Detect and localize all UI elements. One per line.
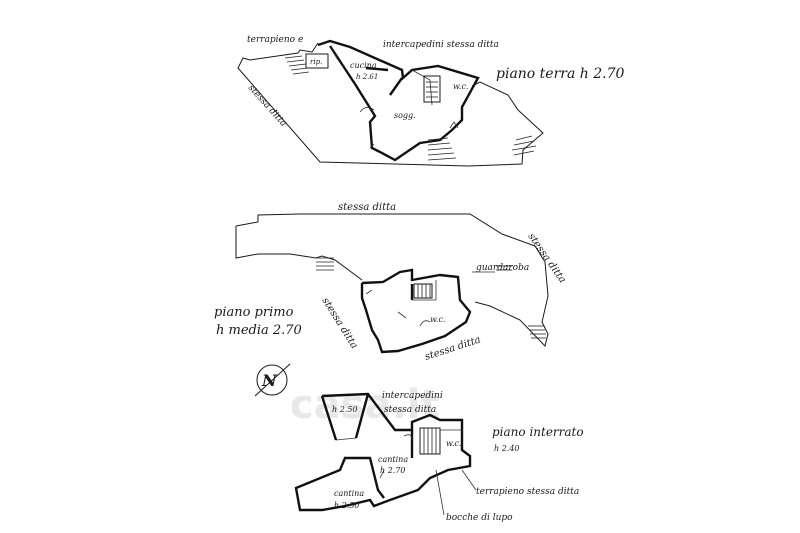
ground-cavity-label: intercapedini stessa ditta [383, 40, 499, 50]
basement-cellar2-label: cantina [334, 489, 364, 498]
first-floor-plan: stessa ditta stessa ditta guardaroba ste… [214, 202, 568, 363]
basement-cavity-label-1: intercapedini [382, 391, 443, 401]
stair-left-first [316, 257, 334, 271]
first-bottom-label: stessa ditta [424, 334, 483, 362]
ground-rip-label: rip. [310, 58, 322, 66]
ground-wc-label: w.c. [453, 82, 468, 91]
stair-inner-ground [423, 75, 441, 103]
stair-bottom-ground [427, 137, 457, 161]
basement-cavity-label-2: stessa ditta [384, 405, 436, 415]
stair-inner-basement [419, 427, 441, 455]
ground-living-label: sogg. [394, 111, 416, 120]
basement-cellar-label: cantina [378, 455, 408, 464]
stair-right-ground [511, 135, 537, 156]
first-wardrobe-label: guardaroba [476, 263, 529, 273]
ground-fill-label: terrapieno e [247, 35, 303, 45]
basement-vent-label: bocche di lupo [446, 513, 513, 523]
stair-wardrobe-first [496, 265, 512, 271]
first-floor-title-1: piano primo [214, 305, 294, 320]
ground-kitchen-label: cucina [350, 61, 377, 70]
stair-right-first [528, 325, 546, 339]
ground-same-firm-label: stessa ditta [246, 83, 288, 129]
stair-left-ground [284, 55, 310, 75]
ground-floor-title: piano terra h 2.70 [496, 66, 625, 82]
first-floor-title-2: h media 2.70 [216, 323, 302, 338]
basement-floor-title: piano interrato [492, 425, 584, 439]
basement-cellar2-height: h 2.50 [334, 501, 360, 510]
stair-inner-first [413, 283, 433, 299]
first-left-label: stessa ditta [319, 296, 359, 351]
basement-wc-label: w.c. [446, 439, 461, 448]
ground-floor-plan: terrapieno e intercapedini stessa ditta … [237, 35, 625, 167]
north-arrow-label: N [261, 371, 278, 390]
basement-fill-label: terrapieno stessa ditta [476, 487, 579, 497]
north-arrow: N [254, 363, 291, 397]
basement-plan: intercapedini stessa ditta h 2.50 w.c. c… [294, 391, 584, 523]
first-wc-label: w.c. [430, 315, 445, 324]
basement-cellar-height: h 2.70 [380, 466, 406, 475]
first-top-label: stessa ditta [338, 202, 396, 213]
basement-small-room-height: h 2.50 [332, 405, 358, 414]
basement-floor-height: h 2.40 [494, 444, 520, 453]
ground-kitchen-height: h 2.61 [356, 73, 378, 81]
